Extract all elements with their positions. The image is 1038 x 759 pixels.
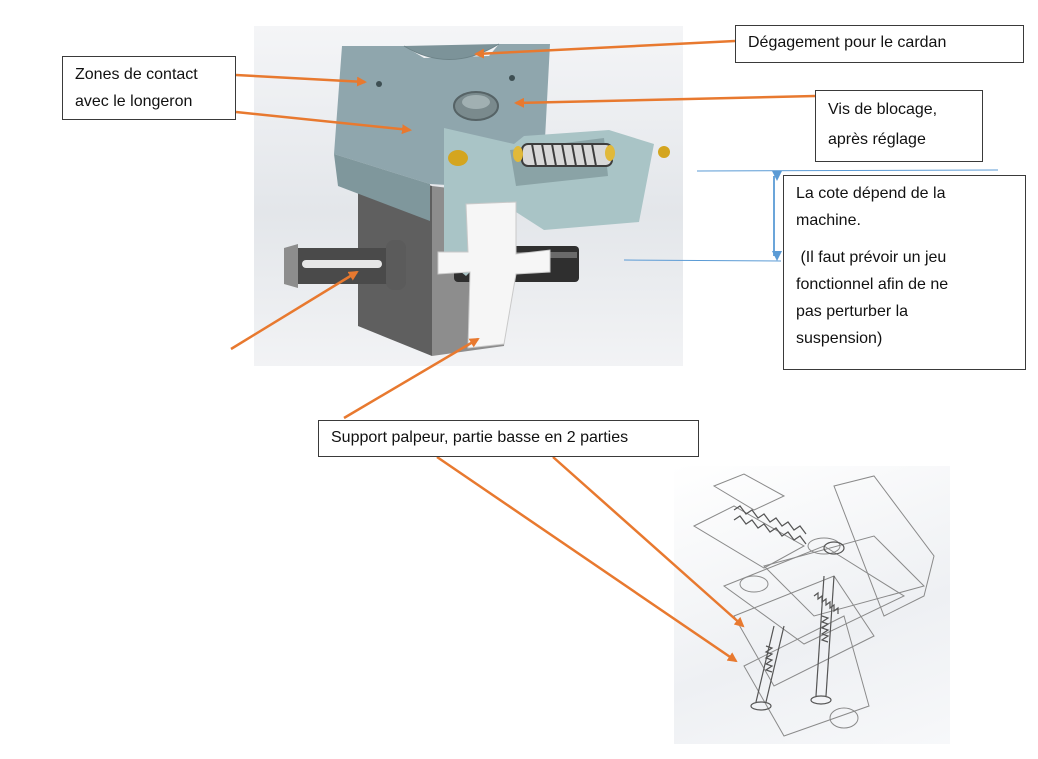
callout-vis-line1: Vis de blocage, bbox=[828, 101, 938, 118]
callout-support-palpeur: Support palpeur, partie basse en 2 parti… bbox=[318, 420, 699, 457]
brass-pin-left bbox=[448, 150, 468, 166]
white-probe-support bbox=[437, 201, 551, 349]
brass-pin-right bbox=[658, 146, 670, 158]
callout-zones-line2: avec le longeron bbox=[75, 93, 193, 110]
callout-cote-machine: La cote dépend de la machine. (Il faut p… bbox=[783, 175, 1026, 370]
callout-vis-line2: après réglage bbox=[828, 131, 926, 148]
rendered-part-view bbox=[254, 26, 683, 366]
arrow-zones-1 bbox=[235, 73, 367, 87]
callout-degagement-text: Dégagement pour le cardan bbox=[748, 34, 947, 51]
callout-zones-line1: Zones de contact bbox=[75, 66, 198, 83]
callout-cote-line5: pas perturber la bbox=[796, 303, 909, 320]
callout-vis-blocage: Vis de blocage, après réglage bbox=[815, 90, 983, 162]
arrow-degagement bbox=[474, 39, 736, 59]
callout-degagement: Dégagement pour le cardan bbox=[735, 25, 1024, 63]
callout-support-text: Support palpeur, partie basse en 2 parti… bbox=[331, 429, 629, 446]
shaft-collar bbox=[386, 240, 406, 290]
dimension-ref-top bbox=[696, 169, 999, 172]
arrow-support-down-1 bbox=[436, 455, 738, 663]
arrow-support-up bbox=[343, 337, 480, 420]
arrow-vis bbox=[514, 94, 816, 108]
arrow-zones-2 bbox=[235, 110, 412, 135]
callout-zones-contact: Zones de contact avec le longeron bbox=[62, 56, 236, 120]
callout-cote-line1: La cote dépend de la bbox=[796, 185, 946, 202]
callout-cote-line3: (Il faut prévoir un jeu bbox=[796, 249, 947, 266]
dimension-ref-bottom bbox=[623, 259, 782, 262]
wireframe-drawing bbox=[692, 473, 935, 737]
callout-cote-line2: machine. bbox=[796, 212, 861, 229]
arrow-shaft bbox=[230, 270, 359, 351]
callout-cote-line4: fonctionnel afin de ne bbox=[796, 276, 949, 293]
part-3d-drawing bbox=[284, 43, 670, 356]
callout-cote-line6: suspension) bbox=[796, 330, 883, 347]
top-block-side bbox=[334, 154, 430, 221]
arrow-support-down-2 bbox=[552, 456, 745, 628]
